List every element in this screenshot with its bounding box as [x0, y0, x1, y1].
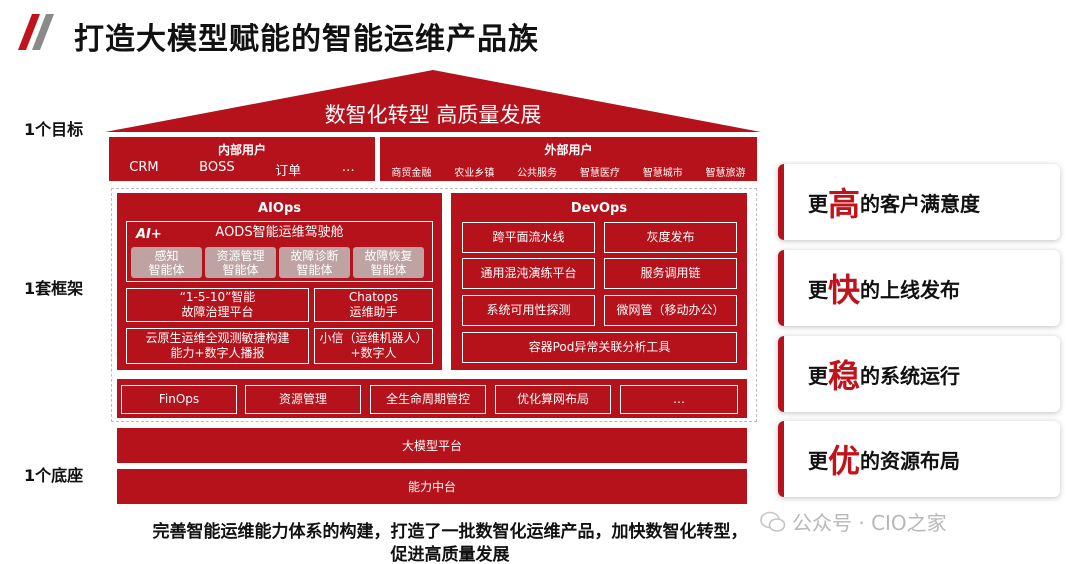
label-one-goal: 1个目标 — [24, 120, 84, 139]
ops-robot-cell: 小信（运维机器人）+数字人 — [314, 328, 433, 364]
external-user-item: 智慧城市 — [642, 168, 683, 179]
ops-bar-item: 全生命周期管控 — [370, 385, 486, 414]
fault-governance-cell: “1-5-10”智能故障治理平台 — [126, 288, 309, 322]
benefit-card: 更高的客户满意度 — [778, 164, 1060, 240]
aods-cockpit-box: AI+ AODS智能运维驾驶舱 — [126, 221, 433, 282]
benefit-card: 更优的资源布局 — [778, 421, 1060, 497]
benefit-highlight: 优 — [828, 442, 861, 480]
ops-bar-item: … — [620, 385, 738, 414]
internal-users-box: 内部用户 CRM BOSS 订单 … — [109, 137, 375, 181]
wechat-icon — [760, 511, 786, 532]
capability-platform-bar: 能力中台 — [117, 469, 747, 504]
agent-chip-resource: 资源管理智能体 — [205, 247, 276, 278]
external-user-item: 商贸金融 — [391, 168, 432, 179]
aiops-title: AIOps — [258, 201, 301, 216]
benefit-card: 更快的上线发布 — [778, 250, 1060, 326]
devops-cell: 服务调用链 — [604, 258, 737, 289]
summary-line-1: 完善智能运维能力体系的构建，打造了一批数智化运维产品，加快数智化转型， — [152, 522, 748, 542]
framework-frame — [111, 188, 757, 422]
llm-platform-bar: 大模型平台 — [117, 428, 747, 463]
card-accent — [778, 164, 784, 240]
internal-users-title: 内部用户 — [217, 143, 266, 157]
summary-line-2: 促进高质量发展 — [390, 545, 510, 564]
internal-user-item: 订单 — [275, 164, 302, 179]
agent-chip-diagnosis: 故障诊断智能体 — [279, 247, 350, 278]
roof-goal-text: 数智化转型 高质量发展 — [324, 103, 542, 127]
external-user-item: 农业乡镇 — [454, 168, 495, 179]
benefit-highlight: 稳 — [828, 357, 861, 395]
devops-cell: 跨平面流水线 — [462, 222, 595, 253]
cloud-native-cell: 云原生运维全观测敏捷构建能力+数字人播报 — [126, 328, 309, 364]
watermark-text: 公众号 · CIO之家 — [792, 511, 947, 535]
card-accent — [778, 421, 784, 497]
aods-cockpit-title: AODS智能运维驾驶舱 — [215, 225, 344, 240]
ops-bar-item: 资源管理 — [245, 385, 361, 414]
agent-chip-recovery: 故障恢复智能体 — [353, 247, 424, 278]
card-accent — [778, 250, 784, 326]
devops-cell: 通用混沌演练平台 — [462, 258, 595, 289]
ai-plus-badge: AI+ — [136, 227, 162, 242]
card-accent — [778, 336, 784, 412]
external-users-box: 外部用户 商贸金融 农业乡镇 公共服务 智慧医疗 智慧城市 智慧旅游 — [380, 137, 757, 181]
devops-cell-wide: 容器Pod异常关联分析工具 — [462, 332, 737, 363]
devops-cell: 系统可用性探测 — [462, 295, 595, 326]
benefit-highlight: 快 — [828, 271, 861, 309]
external-user-item: 智慧医疗 — [579, 168, 620, 179]
ops-bar-item: FinOps — [121, 385, 237, 414]
internal-user-item: BOSS — [199, 160, 235, 175]
devops-title: DevOps — [570, 201, 628, 216]
devops-cell: 灰度发布 — [604, 222, 737, 253]
external-users-title: 外部用户 — [544, 143, 593, 157]
watermark: 公众号 · CIO之家 — [760, 507, 947, 536]
agent-chip-perception: 感知智能体 — [131, 247, 202, 278]
benefit-highlight: 高 — [828, 185, 861, 223]
internal-user-item: CRM — [129, 160, 159, 175]
external-user-item: 公共服务 — [517, 168, 558, 179]
label-one-framework: 1套框架 — [24, 279, 84, 298]
page-title: 打造大模型赋能的智能运维产品族 — [74, 22, 539, 57]
ops-bar-item: 优化算网布局 — [495, 385, 611, 414]
external-user-item: 智慧旅游 — [705, 168, 746, 179]
title-slash-logo — [18, 14, 54, 50]
internal-user-item: … — [341, 160, 355, 175]
devops-cell: 微网管（移动办公） — [604, 295, 737, 326]
label-one-base: 1个底座 — [24, 466, 84, 485]
roof-shape — [105, 70, 761, 132]
benefit-card: 更稳的系统运行 — [778, 336, 1060, 412]
